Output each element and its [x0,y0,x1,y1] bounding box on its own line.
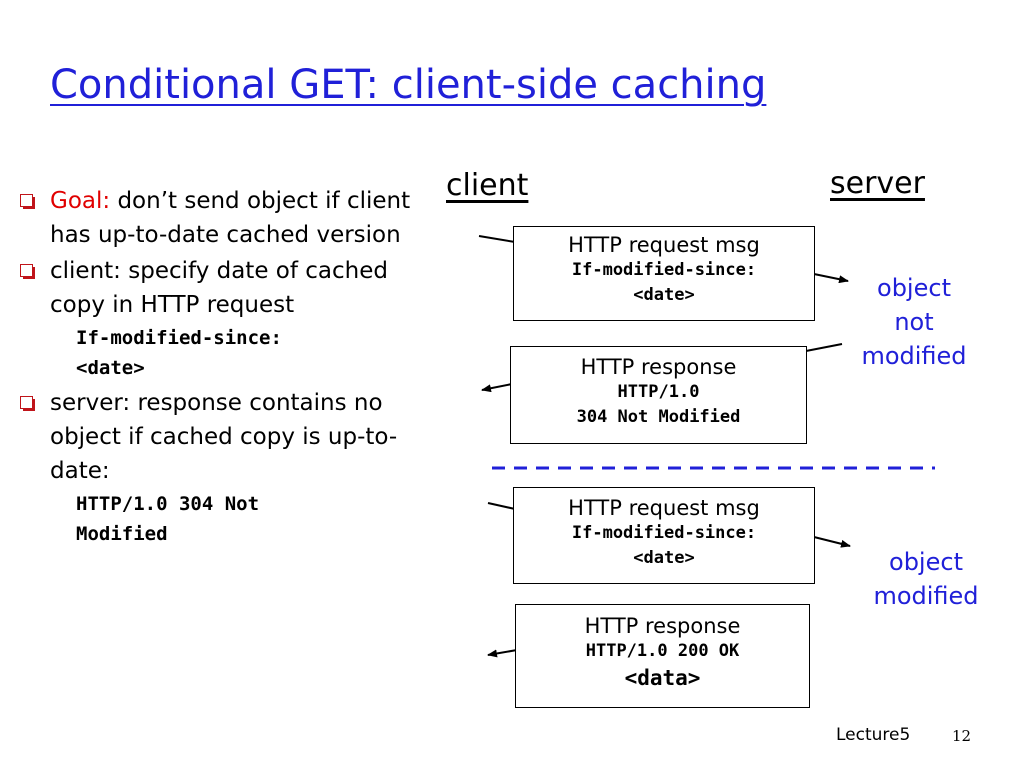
request-msg-box-1: HTTP request msg If-modified-since: <dat… [513,226,815,321]
note-line: not [894,308,934,336]
request-msg-box-2: HTTP request msg If-modified-since: <dat… [513,487,815,584]
bullet-client: client: specify date of cached copy in H… [18,254,448,384]
note-modified: object modified [862,545,990,613]
bullet-server: server: response contains no object if c… [18,386,448,550]
msg-value: <date> [633,548,695,568]
code-line: If-modified-since: [76,327,282,349]
response-msg-box-1: HTTP response HTTP/1.0 304 Not Modified [510,346,807,444]
code-block: HTTP/1.0 304 Not Modified [62,488,448,550]
bullet-goal: Goal: don’t send object if client has up… [18,184,448,252]
note-line: object [889,548,963,576]
request-arrow-line [487,502,516,510]
goal-label: Goal: [50,188,111,214]
note-line: modified [861,342,967,370]
checkbox-bullet-icon [20,194,35,209]
client-text: client: specify date of cached copy in H… [50,258,388,318]
goal-text: don’t send object if client has up-to-da… [50,188,411,248]
request-arrow-line [813,536,851,548]
code-block: If-modified-since: <date> [62,322,448,384]
code-line: <date> [76,357,145,379]
msg-title: HTTP request msg [568,496,760,520]
request-arrow-line [478,235,516,243]
msg-value: <date> [633,285,695,305]
response-arrow-line [487,649,518,658]
msg-data: <data> [624,666,701,690]
msg-header: If-modified-since: [571,260,757,280]
msg-status: HTTP/1.0 [617,382,700,402]
msg-title: HTTP response [584,614,741,638]
msg-header: If-modified-since: [571,523,757,543]
response-arrow-line [805,343,843,352]
note-not-modified: object not modified [856,271,972,373]
checkbox-bullet-icon [20,264,35,279]
response-msg-box-2: HTTP response HTTP/1.0 200 OK <data> [515,604,810,708]
footer-lecture: Lecture5 [836,725,911,745]
code-line: HTTP/1.0 304 Not [76,493,260,515]
msg-status: HTTP/1.0 200 OK [585,641,740,661]
msg-title: HTTP response [580,355,737,379]
server-label: server [830,166,925,201]
bullet-list: Goal: don’t send object if client has up… [18,184,448,550]
response-arrow-line [481,383,513,393]
checkbox-bullet-icon [20,396,35,411]
page-title: Conditional GET: client-side caching [50,62,767,108]
request-arrow-line [813,273,849,284]
client-label: client [446,168,529,203]
server-text: server: response contains no object if c… [50,390,398,484]
footer-page-number: 12 [952,727,972,745]
note-line: modified [873,582,979,610]
note-line: object [877,274,951,302]
code-line: Modified [76,523,168,545]
msg-status: 304 Not Modified [576,407,741,427]
msg-title: HTTP request msg [568,233,760,257]
